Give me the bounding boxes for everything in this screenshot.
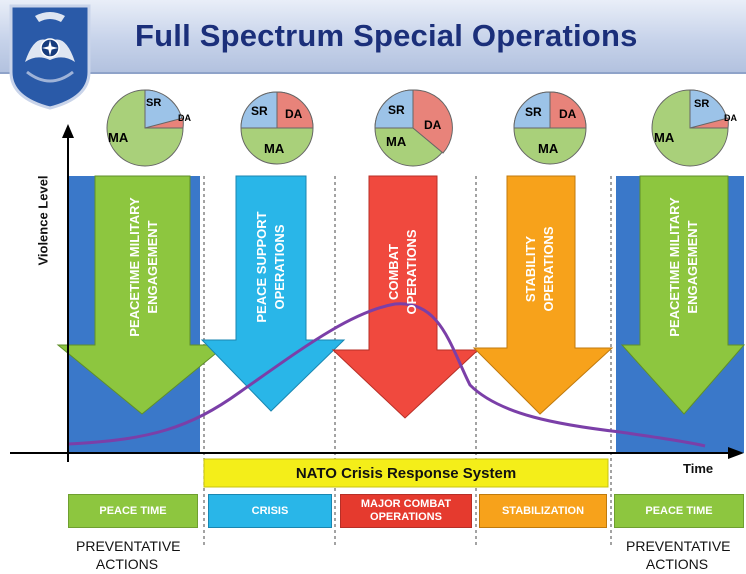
- y-axis-label: Violence Level: [35, 175, 51, 266]
- pie-chart-3: [374, 89, 453, 167]
- pie3-da-label: DA: [424, 118, 442, 132]
- arrow-peacetime-right: [620, 175, 746, 415]
- pie5-sr-label: SR: [694, 98, 710, 110]
- phase-box-major-combat: MAJOR COMBAT OPERATIONS: [340, 494, 472, 528]
- x-axis-label: Time: [683, 461, 714, 476]
- header-banner: Full Spectrum Special Operations: [0, 0, 746, 110]
- phase-box-crisis: CRISIS: [208, 494, 332, 528]
- phase-box-peace-time-left: PEACE TIME: [68, 494, 198, 528]
- pie4-ma-label: MA: [538, 141, 559, 156]
- pie4-sr-label: SR: [525, 105, 542, 119]
- pie-chart-4: [513, 91, 587, 165]
- arrow-label-peacetime-right: PEACETIME MILITARY ENGAGEMENT: [667, 197, 700, 337]
- pie-chart-5: [651, 89, 729, 167]
- nato-emblem-icon: [9, 4, 91, 110]
- preventative-actions-right: PREVENTATIVE ACTIONS: [626, 538, 731, 572]
- nato-bar-label: NATO Crisis Response System: [295, 465, 517, 482]
- pie4-da-label: DA: [559, 107, 577, 121]
- arrow-combat: [331, 175, 480, 419]
- pie5-da-label: DA: [724, 113, 737, 123]
- preventative-actions-left: PREVENTATIVE ACTIONS: [76, 538, 181, 572]
- arrow-stability: [472, 175, 614, 415]
- pie2-sr-label: SR: [251, 104, 268, 118]
- arrow-peace-support: [200, 175, 346, 412]
- pie5-ma-label: MA: [654, 130, 675, 145]
- phase-box-stabilization: STABILIZATION: [479, 494, 607, 528]
- pie1-ma-label: MA: [108, 130, 129, 145]
- y-axis-arrow-icon: [62, 124, 74, 138]
- arrow-label-peace-support: PEACE SUPPORT OPERATIONS: [254, 211, 287, 323]
- nato-crisis-bar: [203, 458, 609, 488]
- violence-curve: [67, 302, 706, 448]
- pie1-da-label: DA: [178, 113, 191, 123]
- arrow-label-stability: STABILITY OPERATIONS: [523, 226, 556, 312]
- pie3-ma-label: MA: [386, 134, 407, 149]
- pie-chart-1: [106, 89, 184, 167]
- arrow-peacetime-left: [56, 175, 228, 415]
- arrow-label-combat: COMBAT OPERATIONS: [386, 229, 419, 315]
- x-axis-arrow-icon: [728, 447, 744, 459]
- pie-chart-2: [240, 91, 314, 165]
- arrow-label-peacetime-left: PEACETIME MILITARY ENGAGEMENT: [127, 197, 160, 337]
- page-title: Full Spectrum Special Operations: [135, 18, 638, 53]
- pie2-ma-label: MA: [264, 141, 285, 156]
- phase-box-peace-time-right: PEACE TIME: [614, 494, 744, 528]
- pie3-sr-label: SR: [388, 103, 405, 117]
- pie2-da-label: DA: [285, 107, 303, 121]
- pie1-sr-label: SR: [146, 97, 162, 109]
